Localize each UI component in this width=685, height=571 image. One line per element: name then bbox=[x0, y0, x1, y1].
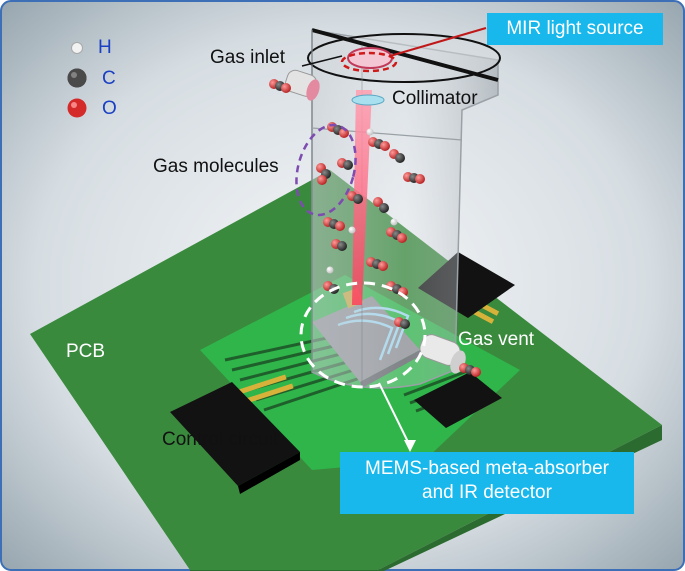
legend-item-h: H bbox=[70, 38, 112, 57]
mir-source-disc bbox=[347, 47, 393, 69]
gas-molecules-label: Gas molecules bbox=[153, 156, 279, 177]
collimator-label: Collimator bbox=[392, 88, 478, 109]
control-circuit-label: Control circuit bbox=[162, 429, 279, 450]
gas-inlet-label: Gas inlet bbox=[210, 47, 285, 68]
detector-callout-line2: and IR detector bbox=[422, 481, 552, 503]
chip-right-bottom bbox=[414, 372, 502, 428]
legend-item-c: C bbox=[66, 67, 116, 89]
control-chip bbox=[170, 382, 300, 486]
detector-callout: MEMS-based meta-absorber and IR detector bbox=[340, 452, 634, 514]
oxygen-atom-icon bbox=[67, 98, 87, 118]
gas-inlet-tube bbox=[284, 69, 320, 101]
pcb-label: PCB bbox=[66, 341, 106, 362]
detector-dashed-ring bbox=[299, 281, 427, 389]
mir-source-callout-text: MIR light source bbox=[506, 18, 644, 39]
gas-molecules-group bbox=[269, 79, 481, 377]
legend-label-o: O bbox=[102, 97, 117, 119]
gas-vent-tube bbox=[419, 334, 466, 374]
legend-label-c: C bbox=[102, 67, 116, 89]
source-dashed-ring bbox=[340, 51, 398, 73]
detector-callout-line1: MEMS-based meta-absorber bbox=[365, 458, 609, 479]
legend-item-o: O bbox=[66, 97, 117, 119]
molecules-dashed-ring bbox=[295, 123, 357, 217]
hydrogen-atom-icon bbox=[71, 41, 83, 54]
carbon-atom-icon bbox=[67, 68, 87, 88]
gas-vent-label: Gas vent bbox=[458, 329, 535, 350]
collimator-lens bbox=[351, 94, 385, 106]
legend-label-h: H bbox=[98, 37, 112, 58]
pointer-arrows bbox=[389, 27, 487, 57]
mir-source-callout: MIR light source bbox=[487, 13, 663, 45]
